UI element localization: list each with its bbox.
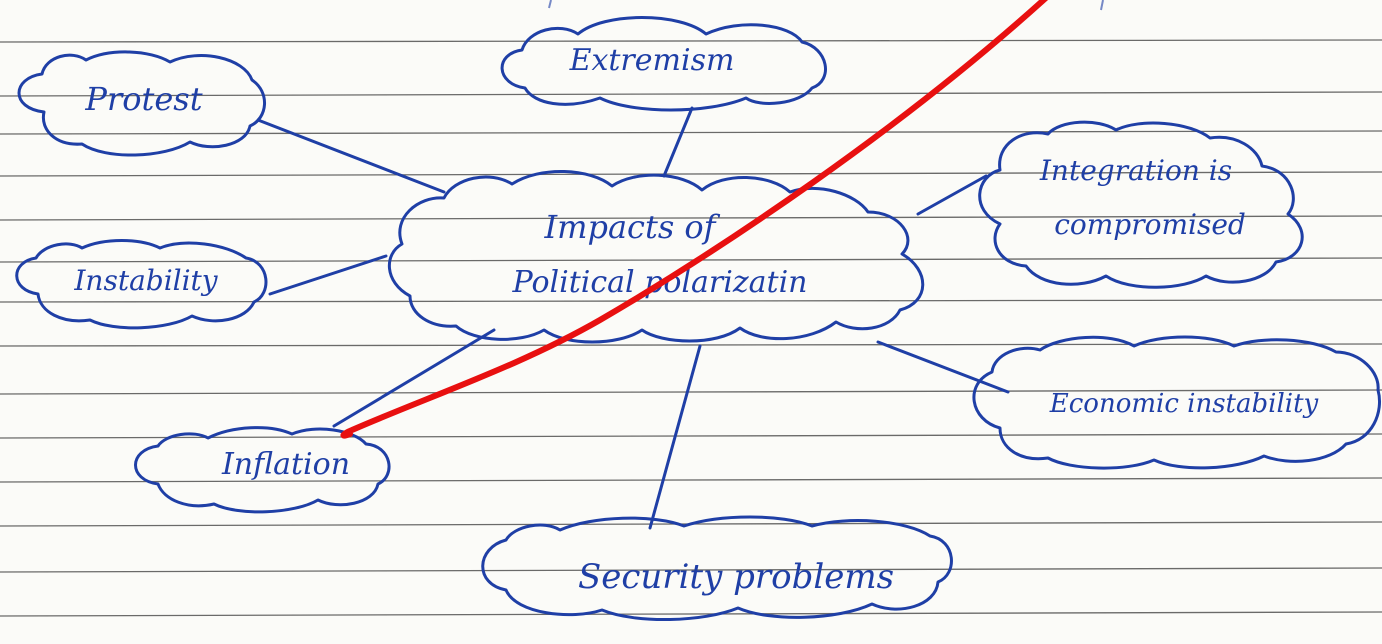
cloud-instability [15,239,268,330]
inflation-label: Inflation [221,447,350,482]
cloud-protest [17,50,266,157]
cloud-security [481,515,953,621]
edge-tick [1100,0,1104,11]
instability-label: Instability [73,264,218,297]
clouds [15,16,1381,621]
integration-label-line2: compromised [1054,208,1246,241]
ruled-line [0,171,1382,177]
connector-economic [876,340,1010,394]
economic-label: Economic instability [1049,389,1319,419]
ruled-line [0,257,1382,263]
ruled-line [0,130,1382,135]
cloud-extremism [500,16,827,112]
security-label: Security problems [578,557,894,597]
connector-integration [916,174,988,216]
connector-protest [256,118,446,194]
connector-security [648,344,702,530]
ruled-line [0,433,1382,439]
connector-instability [268,254,388,296]
ruled-line [0,477,1382,483]
ruled-line [0,215,1382,221]
cloud-center [387,169,925,344]
ruled-line [0,611,1382,617]
ruled-lines [0,39,1382,617]
ruled-line [0,343,1382,347]
connector-inflation [332,328,496,428]
ruled-line [0,389,1382,395]
extremism-label: Extremism [569,43,735,78]
connectors [256,106,1010,530]
labels: Extremism Protest Instability Impacts of… [73,43,1318,597]
ruled-line [0,567,1382,573]
edge-tick [548,0,552,9]
top-edge-marks [548,0,1104,11]
ruled-line [0,39,1382,43]
ruled-line [0,299,1382,303]
red-annotation-stroke [340,0,1049,439]
integration-label-line1: Integration is [1039,154,1232,187]
ruled-line [0,91,1382,97]
center-title-line1: Impacts of [543,208,720,246]
cloud-inflation [134,426,391,514]
cloud-integration [978,120,1304,289]
protest-label: Protest [84,80,202,118]
connector-extremism [662,106,694,178]
cloud-economic [972,335,1381,470]
